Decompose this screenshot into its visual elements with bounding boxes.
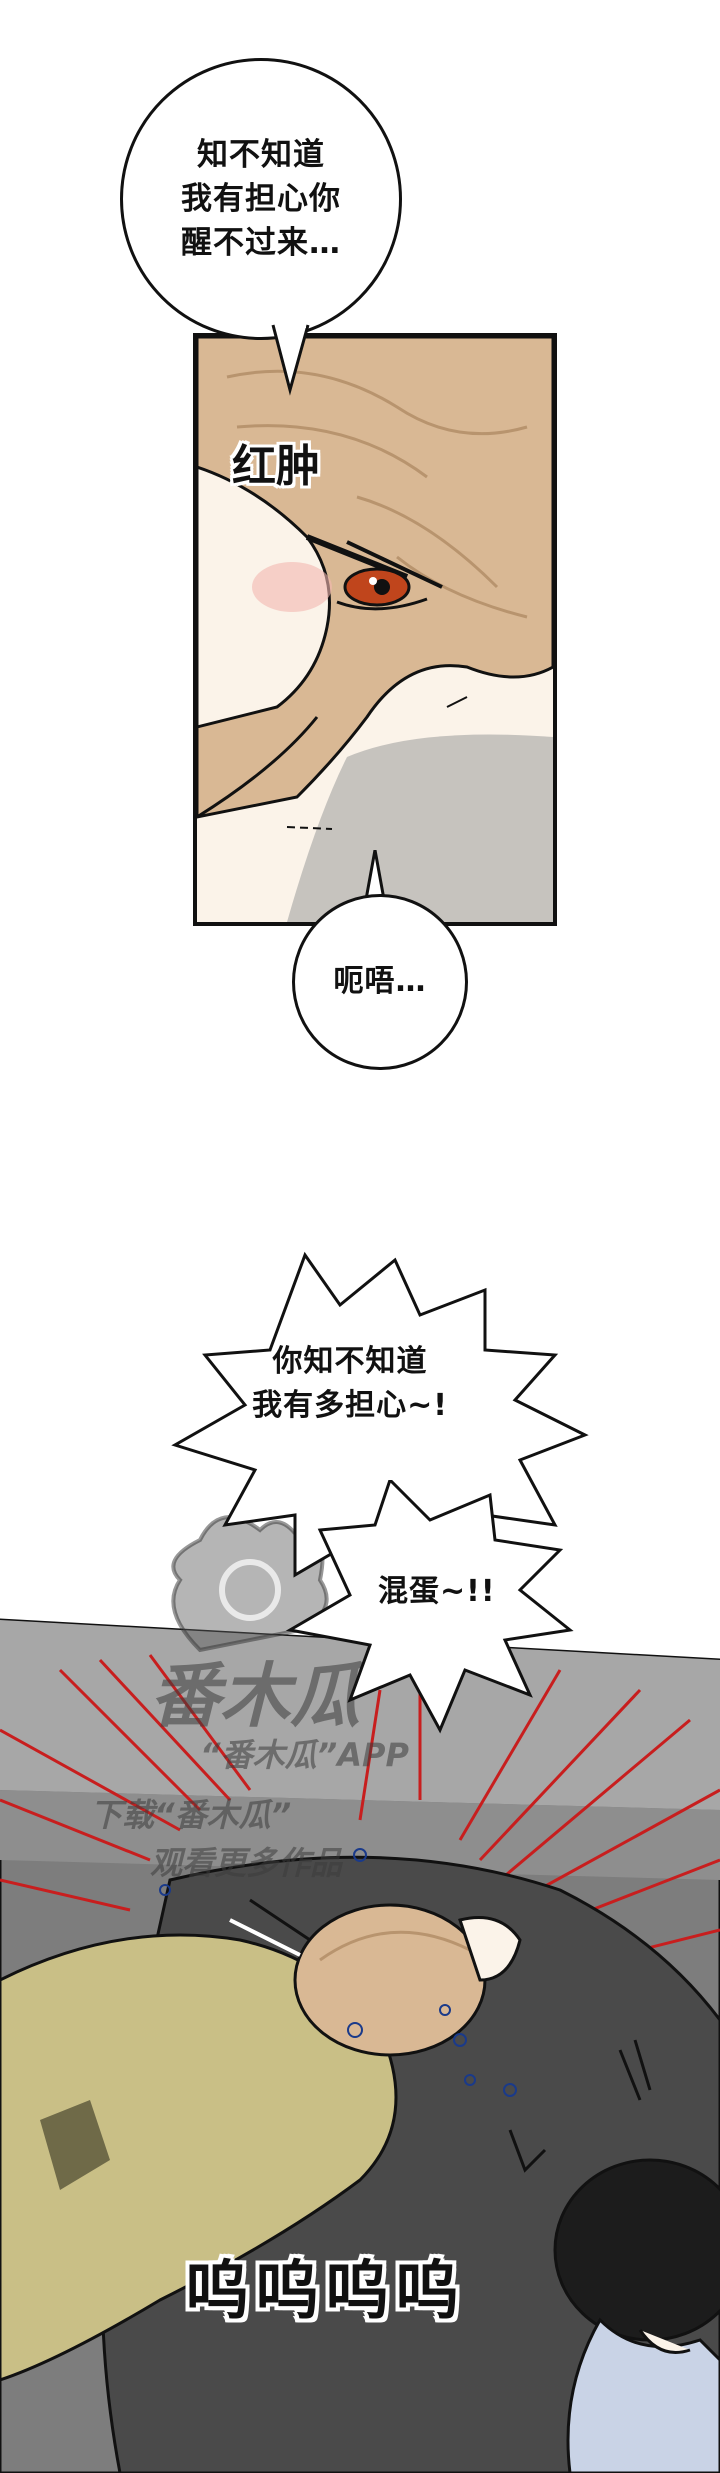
- watermark-watch-line: 观看更多作品: [150, 1844, 343, 1882]
- speech-bubble-uh: 呃唔…: [292, 894, 468, 1070]
- speech-bubble-worry: 知不知道 我有担心你 醒不过来…: [120, 58, 402, 340]
- watermark-logo: [171, 1515, 329, 1653]
- eye-closeup-art: [197, 337, 553, 922]
- shout-bubble-jerk: [285, 1480, 574, 1734]
- watermark-brand: 番木瓜: [150, 1655, 360, 1737]
- watermark-app-line: “番木瓜”APP: [200, 1736, 409, 1774]
- bubble-you-know-text: 你知不知道 我有多担心~!: [252, 1344, 448, 1423]
- panel-eye-closeup: [193, 333, 557, 926]
- sfx-swollen: 红肿: [232, 441, 320, 492]
- sfx-crying: 呜呜呜呜: [185, 2255, 465, 2329]
- bubble-tail-uh: [363, 850, 387, 906]
- watermark-download-line: 下载“番木瓜”: [90, 1796, 292, 1834]
- bubble-jerk-text: 混蛋~!!: [378, 1574, 496, 1609]
- bubble-uh-text: 呃唔…: [333, 964, 427, 999]
- bubble-tail-worry: [271, 320, 310, 396]
- bubble-worry-text: 知不知道 我有担心你 醒不过来…: [181, 137, 341, 261]
